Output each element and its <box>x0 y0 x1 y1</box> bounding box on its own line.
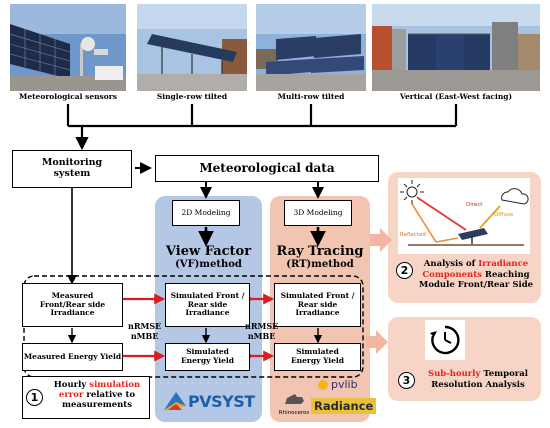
sun-icon <box>400 180 424 204</box>
rt-title-line2: (RT)method <box>286 259 354 270</box>
pvlib-logo-text: pvlib <box>331 378 358 391</box>
irradiance-diagram-svg <box>400 180 529 246</box>
vf-irradiance-box: Simulated Front / Rear side Irradiance <box>165 283 250 327</box>
rt-title-line1: Ray Tracing <box>276 244 364 259</box>
item1-text-a: Hourly <box>53 380 90 390</box>
vf-modeling-label: 2D Modeling <box>181 207 231 217</box>
pvsyst-logo-icon <box>164 392 186 410</box>
monitoring-system-box: Monitoring system <box>12 150 132 188</box>
metric-nrmse-left: nRMSE <box>128 321 162 331</box>
radiance-logo: Radiance <box>311 398 377 414</box>
number-3-badge: 3 <box>398 372 415 389</box>
photo-multi-row-tilted <box>256 4 366 91</box>
irradiance-analysis-text: Analysis of Irradiance Components Reachi… <box>414 259 538 291</box>
vf-modeling-box: 2D Modeling <box>172 200 240 226</box>
measured-irradiance-box: Measured Front/Rear side Irradiance <box>22 283 123 327</box>
caption-single-row-tilted: Single-row tilted <box>156 92 228 101</box>
item3-text-b: Temporal Resolution Analysis <box>431 369 528 390</box>
item2-text-a: Analysis of <box>423 259 479 269</box>
measured-energy-label: Measured Energy Yield <box>23 351 122 361</box>
vf-irradiance-label: Simulated Front / Rear side Irradiance <box>170 291 245 318</box>
vf-energy-label: Simulated Energy Yield <box>180 347 235 365</box>
measured-energy-box: Measured Energy Yield <box>22 343 123 371</box>
rhino-logo-text: Rhinoceros <box>278 410 310 416</box>
photo-meteorological-sensors <box>10 4 126 91</box>
hourly-error-box <box>22 376 150 419</box>
diffuse-label: Diffuse <box>494 212 514 218</box>
number-2-badge: 2 <box>396 262 413 279</box>
reflected-label: Reflected <box>400 232 426 238</box>
irradiance-diagram: Direct Diffuse Reflected <box>398 178 530 254</box>
pvlib-sun-icon <box>318 379 328 390</box>
cloud-icon <box>501 188 529 205</box>
rt-energy-label: Simulated Energy Yield <box>290 347 345 365</box>
pv-panel-icon <box>458 228 488 244</box>
meteorological-data-box: Meteorological data <box>155 155 379 182</box>
caption-vertical-east-west: Vertical (East-West facing) <box>399 92 513 101</box>
metric-nrmse-right: nRMSE <box>245 321 279 331</box>
hourly-error-text: Hourly simulation error relative to meas… <box>48 380 146 411</box>
vf-energy-box: Simulated Energy Yield <box>165 343 250 371</box>
vf-method-title: View Factor (VF)method <box>155 244 262 270</box>
clock-icon <box>430 325 460 355</box>
number-1-badge: 1 <box>26 389 43 406</box>
photo-vertical-east-west <box>372 4 540 91</box>
photo-single-row-tilted <box>137 4 247 91</box>
item3-text-red: Sub-hourly <box>427 369 481 379</box>
pvlib-logo: pvlib <box>318 378 358 391</box>
caption-multi-row-tilted: Multi-row tilted <box>277 92 345 101</box>
rhino-logo: Rhinoceros <box>276 391 312 416</box>
rhino-icon <box>285 394 304 404</box>
rt-method-title: Ray Tracing (RT)method <box>270 244 370 270</box>
rt-modeling-box: 3D Modeling <box>284 200 352 226</box>
clock-icon-box <box>425 320 465 360</box>
vf-title-line2: (VF)method <box>175 259 242 270</box>
metrics-right: nRMSE nMBE <box>245 321 279 341</box>
rt-modeling-label: 3D Modeling <box>293 207 343 217</box>
item2-text-b: Reaching Module Front/Rear Side <box>418 269 534 291</box>
metric-nmbe-right: nMBE <box>247 330 276 341</box>
rt-energy-box: Simulated Energy Yield <box>274 343 361 371</box>
pvsyst-logo-text: PVSYST <box>188 391 255 411</box>
meteorological-data-label: Meteorological data <box>199 160 335 175</box>
vf-title-line1: View Factor <box>165 244 252 259</box>
direct-label: Direct <box>466 202 483 208</box>
rt-irradiance-box: Simulated Front / Rear side Irradiance <box>274 283 361 327</box>
monitoring-system-label: Monitoring system <box>41 157 103 179</box>
item1-text-b: relative to measurements <box>61 390 136 411</box>
rt-irradiance-label: Simulated Front / Rear side Irradiance <box>280 291 355 318</box>
temporal-analysis-text: Sub-hourly Temporal Resolution Analysis <box>420 369 536 390</box>
metrics-left: nRMSE nMBE <box>128 321 162 341</box>
pvsyst-logo: PVSYST <box>162 386 258 416</box>
measured-irradiance-label: Measured Front/Rear side Irradiance <box>39 291 106 318</box>
item2-text-red: Irradiance Components <box>422 259 529 280</box>
metric-nmbe-left: nMBE <box>130 330 159 341</box>
caption-meteorological-sensors: Meteorological sensors <box>19 92 117 101</box>
item1-text-red: simulation error <box>58 380 141 401</box>
